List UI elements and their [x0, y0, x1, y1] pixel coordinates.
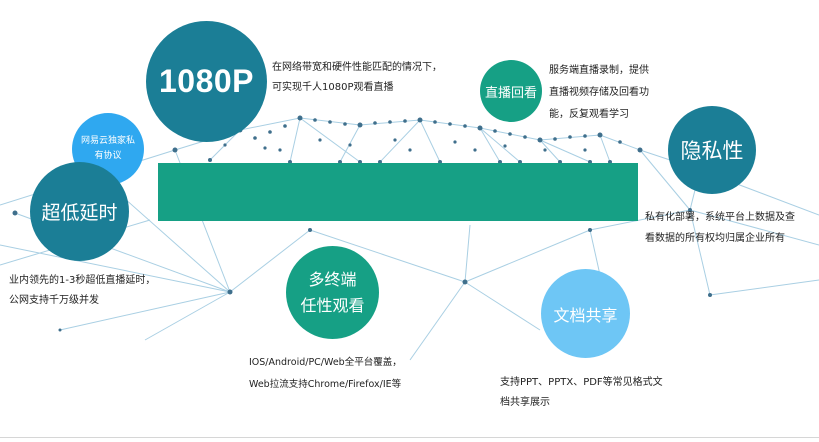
network-node: [708, 293, 712, 297]
network-node: [553, 137, 557, 141]
protocol-line-1: 网易云独家私: [80, 136, 135, 146]
network-node: [473, 148, 477, 152]
docs-desc-line-2: 档共享展示: [500, 397, 550, 408]
network-node: [537, 137, 543, 143]
network-node: [328, 120, 332, 124]
docs-description: 支持PPT、PPTX、PDF等常见格式文 档共享展示: [500, 373, 663, 413]
network-node: [618, 140, 622, 144]
network-node: [348, 143, 352, 147]
docs-title: 文档共享: [553, 305, 618, 325]
network-node: [223, 143, 227, 147]
network-node: [373, 121, 377, 125]
network-node: [637, 147, 643, 153]
privacy-circle: 隐私性: [668, 106, 756, 194]
network-node: [283, 124, 287, 128]
latency-circle: 超低延时: [30, 162, 129, 261]
network-node: [172, 147, 178, 153]
replay-description: 服务端直播录制，提供 直播视频存储及回看功 能，反复观看学习: [549, 60, 649, 126]
network-node: [308, 228, 312, 232]
network-node: [583, 134, 587, 138]
multiterminal-line-2: 任性观看: [300, 295, 365, 315]
network-node: [523, 135, 527, 139]
privacy-description: 私有化部署，系统平台上数据及查 看数据的所有权均归属企业所有: [645, 207, 795, 249]
network-node: [343, 122, 347, 126]
latency-desc-line-1: 业内领先的1-3秒超低直播延时，: [9, 275, 156, 286]
replay-circle: 直播回看: [480, 60, 542, 122]
network-node: [503, 144, 507, 148]
replay-title: 直播回看: [484, 85, 537, 101]
network-node: [58, 328, 62, 332]
network-node: [688, 208, 692, 212]
network-node: [433, 120, 437, 124]
replay-desc-line-1: 服务端直播录制，提供: [549, 65, 649, 76]
network-node: [493, 129, 497, 133]
network-node: [253, 136, 257, 140]
multiterminal-description: IOS/Android/PC/Web全平台覆盖， Web拉流支持Chrome/F…: [249, 352, 402, 396]
hd-desc-line-2: 可实现千人1080P观看直播: [272, 82, 394, 93]
network-node: [227, 289, 233, 295]
network-node: [508, 132, 512, 136]
latency-title: 超低延时: [41, 202, 118, 224]
multiterminal-circle: 多终端 任性观看: [286, 246, 379, 339]
hd-desc-line-1: 在网络带宽和硬件性能匹配的情况下，: [272, 62, 442, 73]
multiterminal-desc-line-2: Web拉流支持Chrome/Firefox/IE等: [249, 379, 402, 390]
privacy-desc-line-2: 看数据的所有权均归属企业所有: [645, 233, 785, 244]
network-node: [583, 148, 587, 152]
network-node: [448, 122, 452, 126]
network-node: [417, 117, 423, 123]
latency-desc-line-2: 公网支持千万级并发: [9, 295, 99, 306]
network-node: [453, 140, 457, 144]
privacy-desc-line-1: 私有化部署，系统平台上数据及查: [645, 212, 795, 223]
network-node: [408, 148, 412, 152]
protocol-line-2: 有协议: [94, 151, 122, 161]
network-node: [597, 132, 603, 138]
network-node: [263, 146, 267, 150]
network-node: [313, 118, 317, 122]
replay-desc-line-3: 能，反复观看学习: [549, 109, 629, 120]
feature-banner: [158, 163, 638, 221]
network-node: [318, 138, 322, 142]
hd-description: 在网络带宽和硬件性能匹配的情况下， 可实现千人1080P观看直播: [272, 58, 442, 98]
network-node: [462, 279, 468, 285]
multiterminal-desc-line-1: IOS/Android/PC/Web全平台覆盖，: [249, 357, 402, 368]
bottom-divider: [0, 437, 819, 438]
network-node: [543, 148, 547, 152]
network-node: [357, 122, 363, 128]
hd-title: 1080P: [158, 63, 255, 99]
network-node: [588, 228, 592, 232]
multiterminal-line-1: 多终端: [308, 269, 357, 289]
network-node: [477, 125, 483, 131]
docs-desc-line-1: 支持PPT、PPTX、PDF等常见格式文: [500, 377, 663, 388]
network-lines: [0, 117, 819, 361]
network-node: [463, 124, 467, 128]
docs-circle: 文档共享: [541, 269, 630, 358]
network-node: [297, 115, 303, 121]
network-node: [278, 148, 282, 152]
hd-circle: 1080P: [146, 21, 267, 142]
latency-description: 业内领先的1-3秒超低直播延时， 公网支持千万级并发: [9, 271, 155, 311]
replay-desc-line-2: 直播视频存储及回看功: [549, 87, 649, 98]
network-node: [568, 135, 572, 139]
network-node: [208, 158, 212, 162]
network-node: [393, 138, 397, 142]
privacy-title: 隐私性: [680, 139, 744, 163]
network-node: [388, 120, 392, 124]
network-node: [268, 130, 272, 134]
network-node: [403, 119, 407, 123]
network-node: [12, 210, 18, 216]
